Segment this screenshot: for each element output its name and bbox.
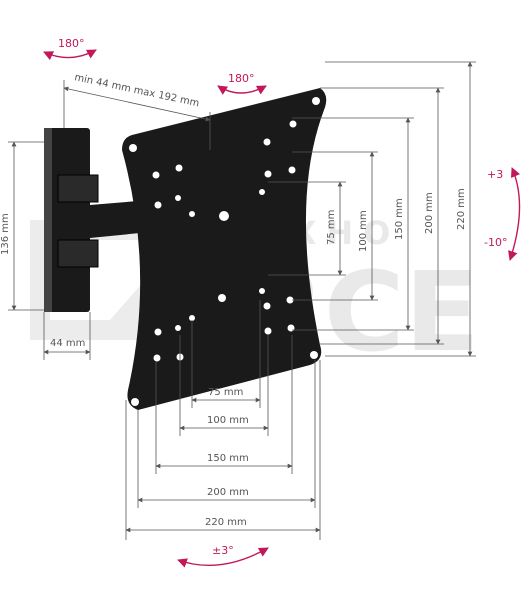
dim-h200: 200 mm [207, 487, 249, 498]
swivel-left-label: 180° [58, 37, 85, 50]
swivel-top-label: 180° [228, 72, 255, 85]
vertical-dimensions [268, 61, 476, 357]
vesa-holes [129, 97, 320, 406]
dim-v75: 75 mm [326, 210, 337, 245]
dim-h150: 150 mm [207, 453, 249, 464]
tilt-down-label: -10° [484, 236, 507, 249]
dim-depth-44: 44 mm [50, 338, 85, 349]
dim-v100: 100 mm [358, 210, 369, 252]
dim-h220: 220 mm [205, 517, 247, 528]
dim-v200: 200 mm [424, 192, 435, 234]
dim-v150: 150 mm [394, 198, 405, 240]
tilt-up-label: +3 [487, 168, 503, 181]
rotate-label: ±3° [212, 544, 234, 557]
dim-h100: 100 mm [207, 415, 249, 426]
vesa-plate [122, 88, 327, 410]
dim-height-136: 136 mm [0, 213, 11, 255]
dim-h75: 75 mm [208, 387, 243, 398]
horizontal-dimensions [125, 300, 321, 540]
arm-dimensions [8, 80, 211, 360]
rotation-arrows [43, 49, 521, 568]
dim-v220: 220 mm [456, 188, 467, 230]
wall-bracket [44, 128, 150, 312]
